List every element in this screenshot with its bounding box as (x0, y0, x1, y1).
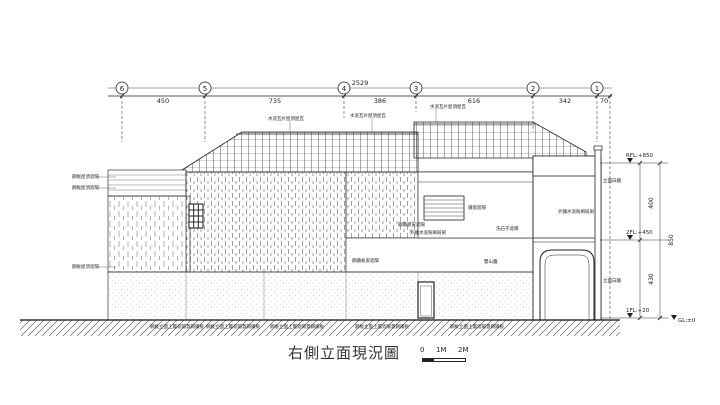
span-dimension: 616 (468, 97, 480, 105)
scale-bar: 0 1M 2M (420, 346, 476, 368)
drawing-title: 右側立面現況圖 (288, 344, 401, 362)
scale-bar-graphic (422, 358, 466, 362)
upper-wall (345, 171, 419, 239)
scale-one: 1M (436, 346, 447, 354)
note-left-mid: 鋼板屋頂遮陽 (72, 184, 99, 191)
note-base: 鋼板立面上層遮陽蓋鋼鐵板 (270, 323, 324, 330)
axis-label-2: 2 (531, 85, 535, 93)
span-dimension: 386 (374, 97, 386, 105)
level-1fl: 1FL:+20 (626, 308, 650, 314)
louvre-window (423, 195, 465, 221)
axis-marker (337, 81, 351, 95)
wall-cladding (107, 171, 419, 273)
level-rfl: RFL:+850 (626, 153, 654, 159)
roof (181, 121, 587, 173)
ground (20, 319, 620, 336)
note-left-low: 鋼板屋頂遮陽 (72, 263, 99, 270)
note-facade: 外牆水泥粉刷斑剝 (410, 229, 446, 236)
note-roof: 水泥瓦片屋頂屋瓦 (350, 112, 386, 119)
note-pillar: 立面白牆 (603, 177, 621, 184)
level-gl: GL:±0 (678, 318, 696, 324)
axis-label-1: 1 (595, 85, 599, 93)
level-dimension: 850 (668, 234, 675, 246)
axis-label-4: 4 (342, 85, 347, 93)
entrance-door (417, 281, 435, 319)
axis-marker (115, 81, 129, 95)
left-shed (107, 169, 187, 197)
note-left-upper: 鋼板屋頂遮陽 (72, 173, 99, 180)
note-base: 鋼板立面上層遮陽蓋鋼鐵板 (450, 323, 504, 330)
span-dimension: 342 (559, 97, 571, 105)
level-dimension: 430 (648, 273, 655, 285)
axis-marker (526, 81, 540, 95)
axis-label-3: 3 (414, 85, 418, 93)
axis-marker (198, 81, 212, 95)
level-dimension: 400 (648, 197, 655, 209)
axis-label-5: 5 (203, 85, 207, 93)
span-dimension: 70 (600, 97, 608, 105)
note-wall: 鋼鐵板皮遮陽 (352, 257, 379, 264)
main-roof (181, 131, 419, 173)
note-pillar: 外牆水泥粉刷斑剝 (558, 208, 594, 215)
note-pillar: 立面白牆 (603, 277, 621, 284)
left-wall (107, 195, 191, 273)
axis-marker (409, 81, 423, 95)
plaster-wall (345, 171, 535, 273)
level-markers (600, 158, 677, 321)
axis-label-6: 6 (120, 85, 125, 93)
span-dimension: 450 (157, 97, 169, 105)
level-2fl: 2FL:+450 (626, 230, 653, 236)
axis-marker (590, 81, 604, 95)
note-window: 鐵窗遮陽 (468, 204, 486, 211)
scale-zero: 0 (420, 346, 425, 354)
note-wall: 洗石子遮陽 (496, 225, 519, 232)
plinth (107, 271, 537, 321)
scale-two: 2M (458, 346, 469, 354)
note-base: 鋼板立面上層遮陽蓋鋼鐵板 (150, 323, 204, 330)
right-pavilion (532, 145, 603, 321)
lattice-window (188, 203, 204, 229)
span-dimension: 735 (269, 97, 281, 105)
note-wall: 鋼鐵板皮遮陽 (398, 221, 425, 228)
right-roof (413, 121, 587, 159)
middle-wall (185, 171, 347, 273)
annotations: 水泥瓦片屋頂屋瓦 水泥瓦片屋頂屋瓦 水泥瓦片屋頂屋瓦 鋼板屋頂遮陽 鋼板屋頂遮陽… (72, 103, 621, 330)
note-roof: 水泥瓦片屋頂屋瓦 (268, 115, 304, 122)
note-base: 鋼板立面上層遮陽蓋鋼鐵板 (206, 323, 260, 330)
note-stone: 雙山牆 (484, 258, 498, 265)
note-base: 鋼板立面上層遮陽蓋鋼鐵板 (355, 323, 409, 330)
note-roof: 水泥瓦片屋頂屋瓦 (430, 103, 466, 110)
overall-dimension: 2529 (352, 79, 369, 87)
